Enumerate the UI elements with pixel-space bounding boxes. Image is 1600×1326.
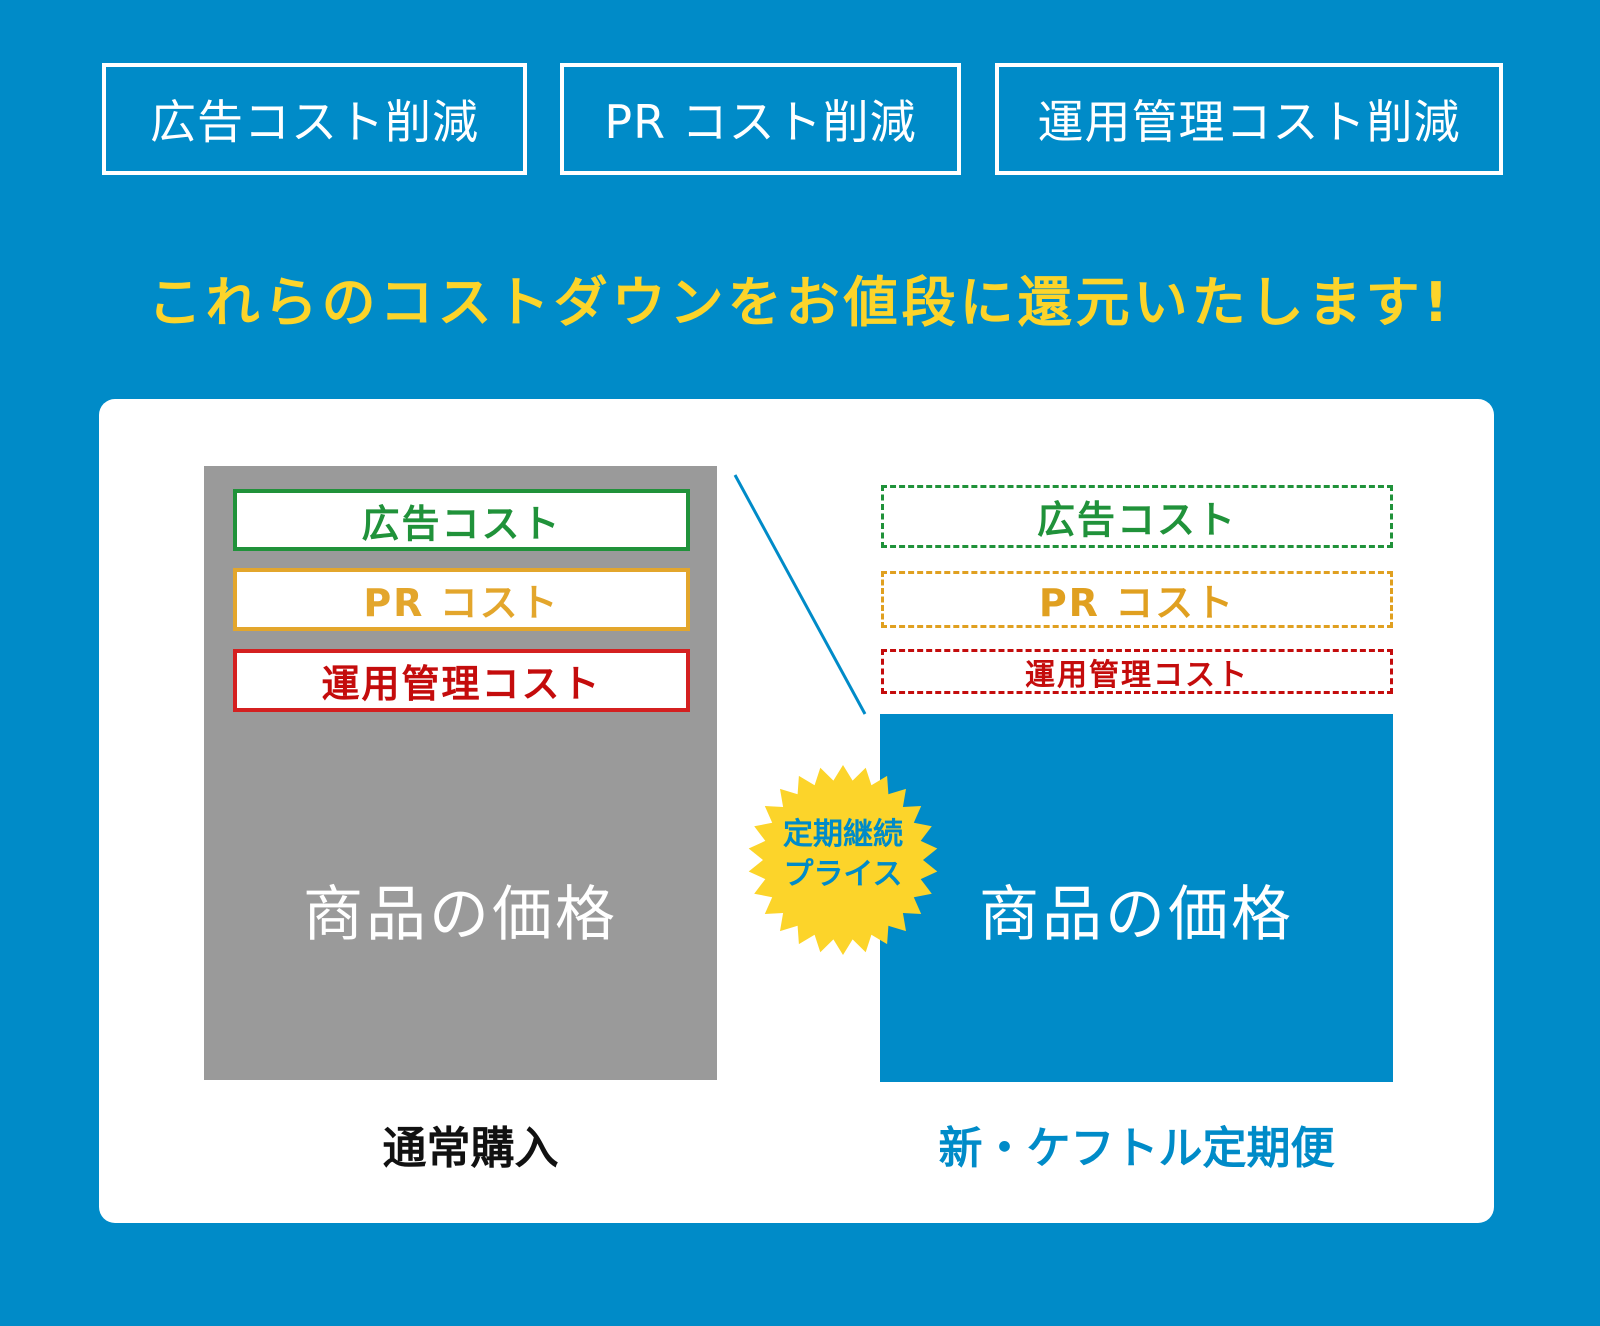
ops-cost-reduction-box: 運用管理コスト削減: [995, 63, 1503, 175]
badge-line2: プライス: [783, 857, 903, 892]
ad-cost-reduction-label: 広告コスト削減: [150, 95, 479, 149]
left-pr-cost-label: PR コスト: [363, 581, 560, 625]
right-pr-cost: PR コスト: [881, 571, 1393, 628]
left-pr-cost: PR コスト: [233, 568, 690, 631]
left-price-label: 商品の価格: [303, 880, 618, 950]
right-price-label: 商品の価格: [979, 880, 1294, 950]
regular-purchase-label: 通常購入: [382, 1123, 559, 1174]
subscription-label: 新・ケフトル定期便: [938, 1123, 1335, 1174]
right-ops-cost: 運用管理コスト: [881, 649, 1393, 694]
starburst-icon: [748, 765, 938, 955]
left-ad-cost: 広告コスト: [233, 489, 690, 551]
ad-cost-reduction-box: 広告コスト削減: [102, 63, 527, 175]
subscription-price-block: [880, 714, 1393, 1082]
badge-line1: 定期継続: [783, 817, 903, 852]
pr-cost-reduction-label: PR コスト削減: [604, 95, 917, 149]
left-ops-cost-label: 運用管理コスト: [321, 662, 602, 706]
ops-cost-reduction-label: 運用管理コスト削減: [1037, 95, 1461, 149]
right-ad-cost: 広告コスト: [881, 485, 1393, 548]
left-ad-cost-label: 広告コスト: [361, 501, 562, 546]
pr-cost-reduction-box: PR コスト削減: [560, 63, 961, 175]
price-badge: 定期継続 プライス: [748, 765, 938, 955]
left-ops-cost: 運用管理コスト: [233, 649, 690, 712]
right-ops-cost-label: 運用管理コスト: [1025, 657, 1249, 693]
starburst-shape: [748, 765, 938, 955]
right-pr-cost-label: PR コスト: [1038, 581, 1236, 625]
headline: これらのコストダウンをお値段に還元いたします!: [147, 271, 1453, 334]
right-ad-cost-label: 広告コスト: [1036, 498, 1237, 542]
